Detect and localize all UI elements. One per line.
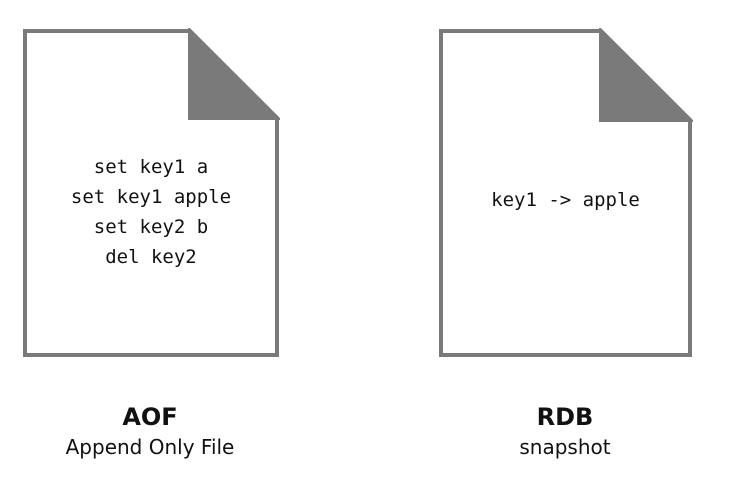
aof-file-icon: [23, 28, 280, 357]
aof-line: set key1 apple: [70, 186, 232, 208]
aof-document: set key1 a set key1 apple set key2 b del…: [22, 28, 280, 358]
rdb-file-icon: [439, 28, 693, 357]
aof-subtitle: Append Only File: [65, 435, 235, 459]
aof-line: del key2: [105, 246, 197, 268]
rdb-subtitle: snapshot: [519, 435, 611, 459]
aof-command-log: set key1 a set key1 apple set key2 b del…: [22, 152, 280, 272]
aof-line: set key1 a: [93, 156, 209, 178]
rdb-snapshot-content: key1 -> apple: [438, 185, 693, 215]
rdb-title: RDB: [536, 403, 594, 431]
aof-title: AOF: [122, 403, 178, 431]
rdb-folded-corner: [599, 28, 693, 122]
rdb-caption: RDB snapshot: [455, 402, 675, 460]
aof-caption: AOF Append Only File: [40, 402, 260, 460]
rdb-document: key1 -> apple: [438, 28, 693, 358]
aof-line: set key2 b: [93, 216, 209, 238]
aof-folded-corner: [188, 28, 280, 120]
rdb-line: key1 -> apple: [491, 189, 640, 211]
